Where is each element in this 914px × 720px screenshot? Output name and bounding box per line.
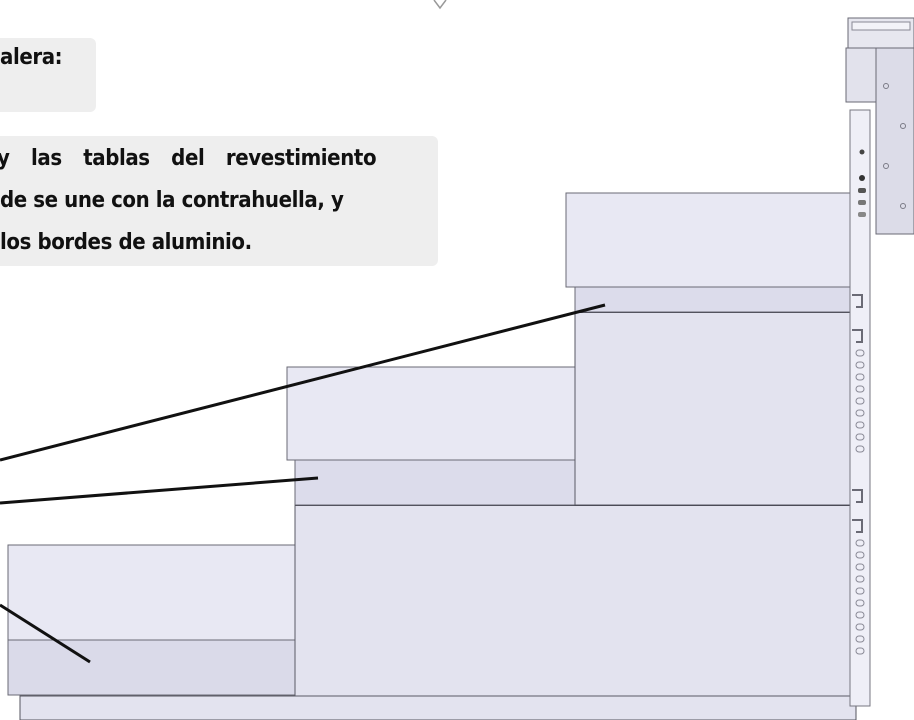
caption-line-1: y las tablas del revestimiento	[0, 146, 377, 171]
rail-clips	[852, 294, 863, 533]
base-riser-panel	[19, 695, 857, 720]
nosing-band-step-2	[294, 459, 576, 506]
tread-panel-step-3	[565, 192, 856, 288]
caption-line-3: los bordes de aluminio.	[0, 230, 252, 255]
riser-panel-step-1	[7, 639, 296, 696]
vertical-rail	[849, 109, 871, 707]
rail-fasteners	[858, 149, 866, 217]
caption-title: alera:	[0, 45, 63, 70]
nosing-band-step-3	[574, 286, 856, 313]
leader-line-upper	[0, 303, 606, 462]
leader-line-lower	[0, 603, 91, 664]
top-mark	[433, 0, 447, 10]
rail-holes	[855, 349, 865, 655]
riser-panel-step-3	[574, 311, 856, 506]
tread-panel-step-1	[7, 544, 296, 641]
caption-body-box: y las tablas del revestimiento de se une…	[0, 136, 438, 266]
leader-lines	[0, 303, 606, 664]
leader-line-middle	[0, 476, 319, 505]
top-bracket	[845, 17, 914, 235]
caption-title-box: alera:	[0, 38, 96, 112]
tread-panel-step-2	[286, 366, 576, 461]
caption-line-2: de se une con la contrahuella, y	[0, 188, 344, 213]
riser-panel-step-2	[294, 504, 856, 697]
